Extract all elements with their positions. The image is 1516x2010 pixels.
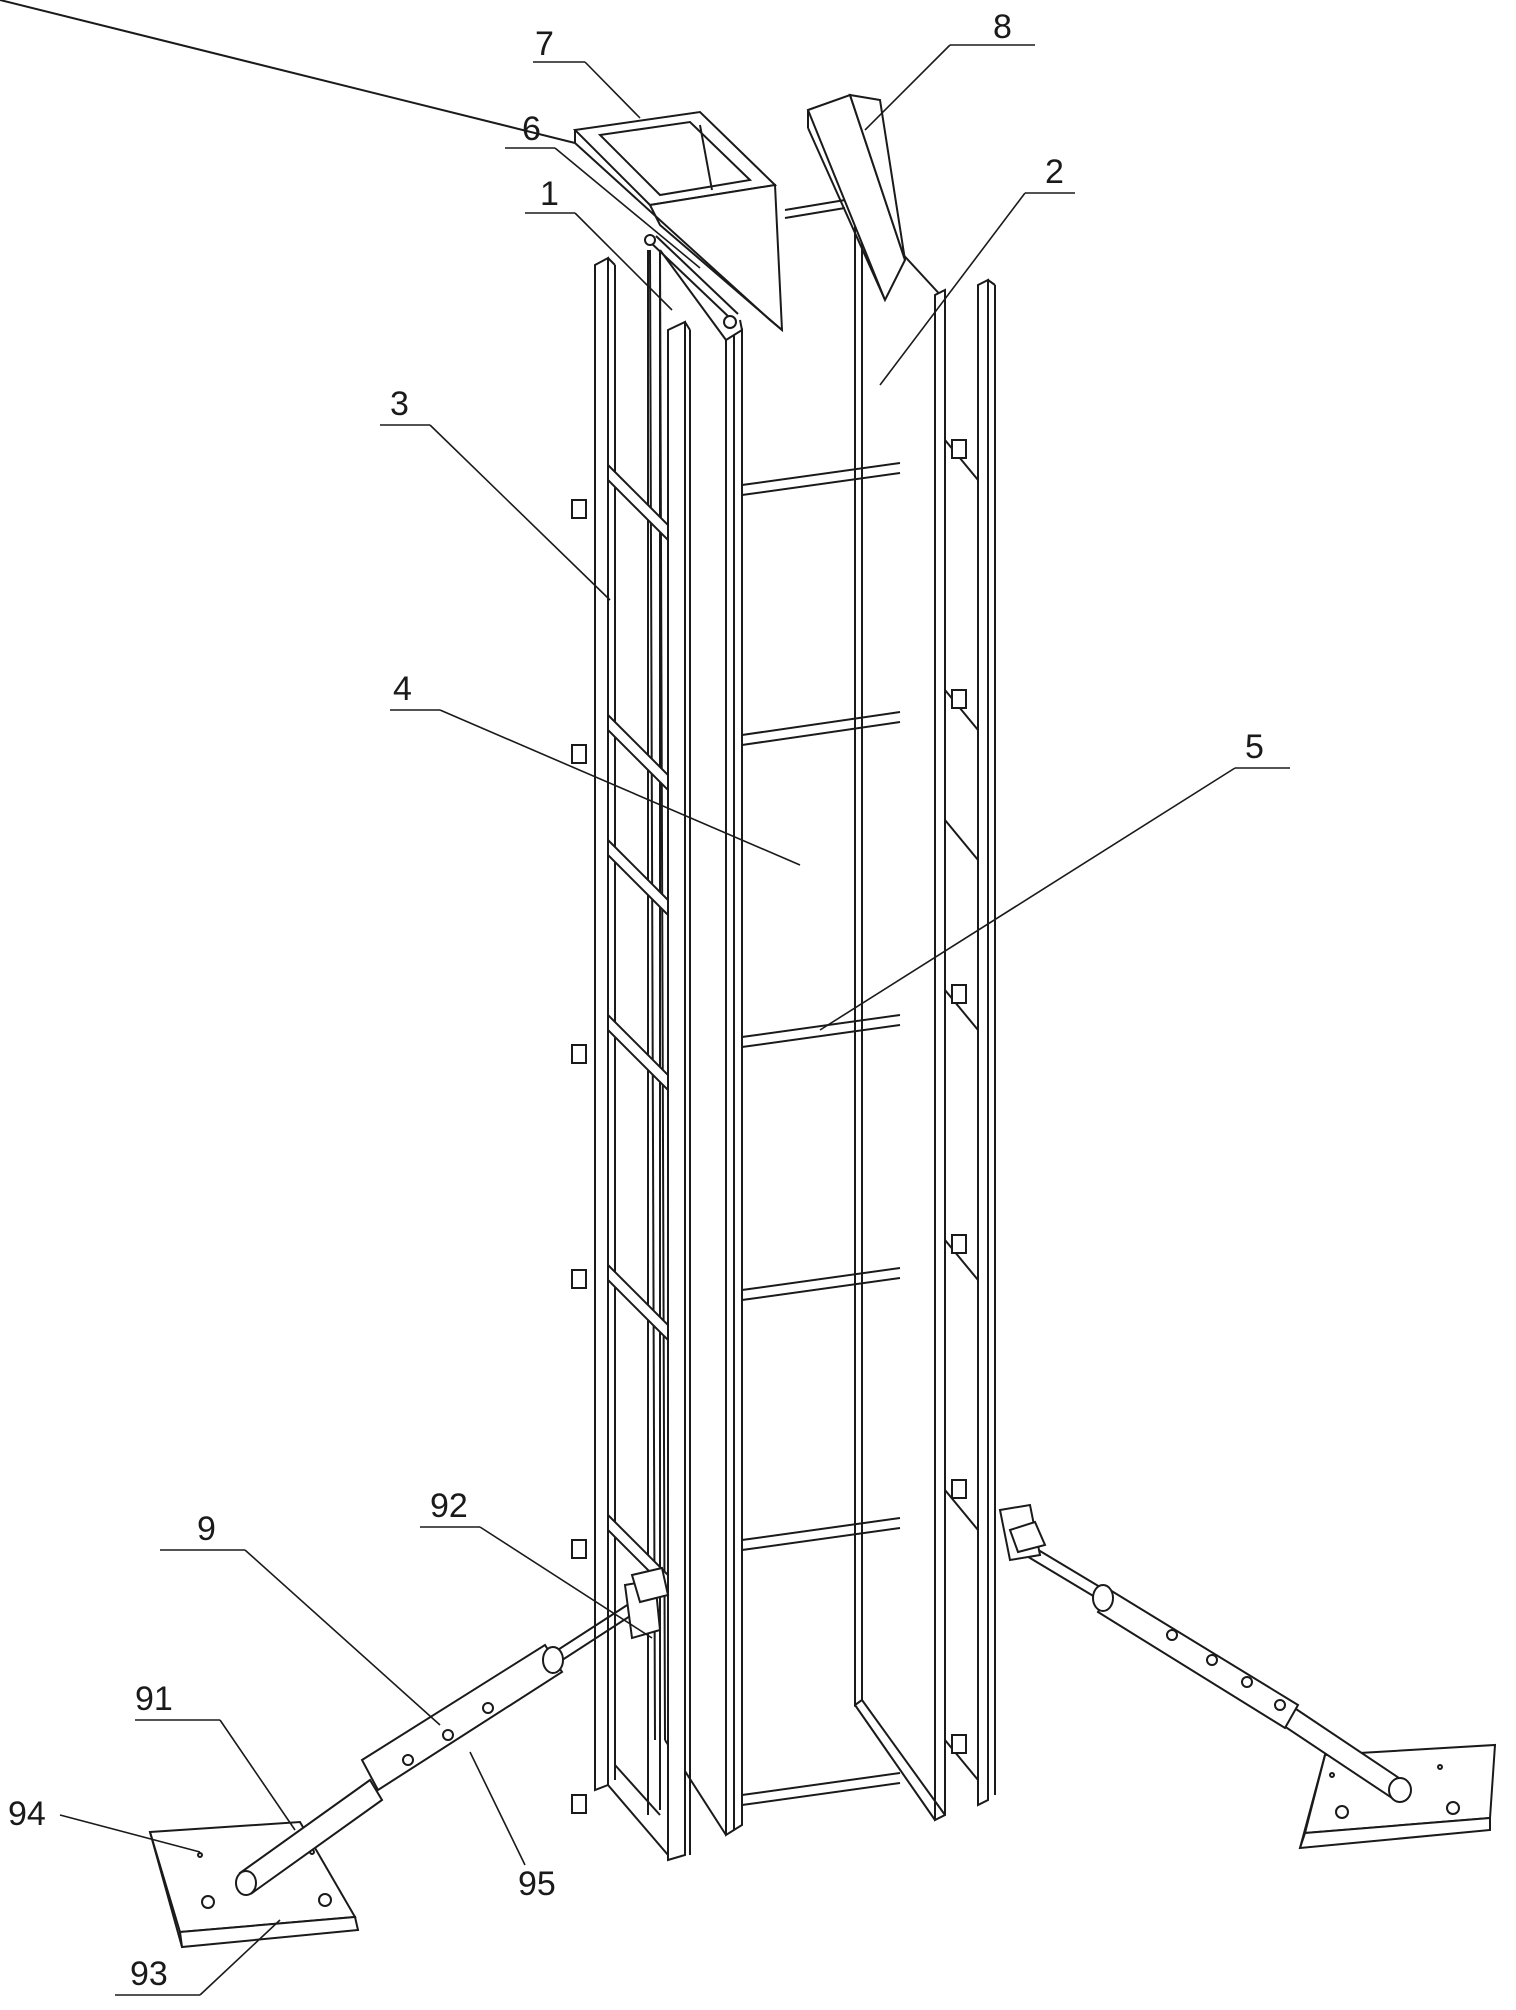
reference-numerals: 7 8 6 1 2 3 4 5 9 92 91 94 95 93 — [8, 8, 1264, 1993]
back-panel-2 — [854, 208, 863, 1707]
label-92: 92 — [430, 1487, 468, 1525]
left-frame-3 — [571, 250, 691, 1862]
leader-lines — [59, 44, 1290, 1996]
label-95: 95 — [518, 1865, 556, 1903]
label-9: 9 — [197, 1510, 216, 1548]
left-clips — [571, 499, 587, 1814]
label-94: 94 — [8, 1795, 46, 1833]
hinge-6 — [644, 234, 739, 329]
top-hopper-7 — [0, 0, 784, 333]
right-brace — [998, 1503, 1497, 1850]
tie-rods-5 — [741, 462, 901, 1806]
label-6: 6 — [522, 110, 541, 148]
right-frame — [944, 278, 996, 1807]
right-face-panel — [934, 288, 946, 1822]
top-plate-8 — [784, 93, 907, 303]
label-91: 91 — [135, 1680, 173, 1718]
label-8: 8 — [993, 8, 1012, 46]
label-5: 5 — [1245, 728, 1264, 766]
main-column — [649, 208, 946, 1837]
label-1: 1 — [540, 175, 559, 213]
label-93: 93 — [130, 1955, 168, 1993]
left-brace-9 — [148, 1566, 670, 1949]
label-4: 4 — [393, 670, 412, 708]
label-2: 2 — [1045, 153, 1064, 191]
right-clips — [951, 439, 967, 1754]
label-7: 7 — [535, 25, 554, 63]
label-3: 3 — [390, 385, 409, 423]
left-rungs — [607, 462, 669, 1593]
